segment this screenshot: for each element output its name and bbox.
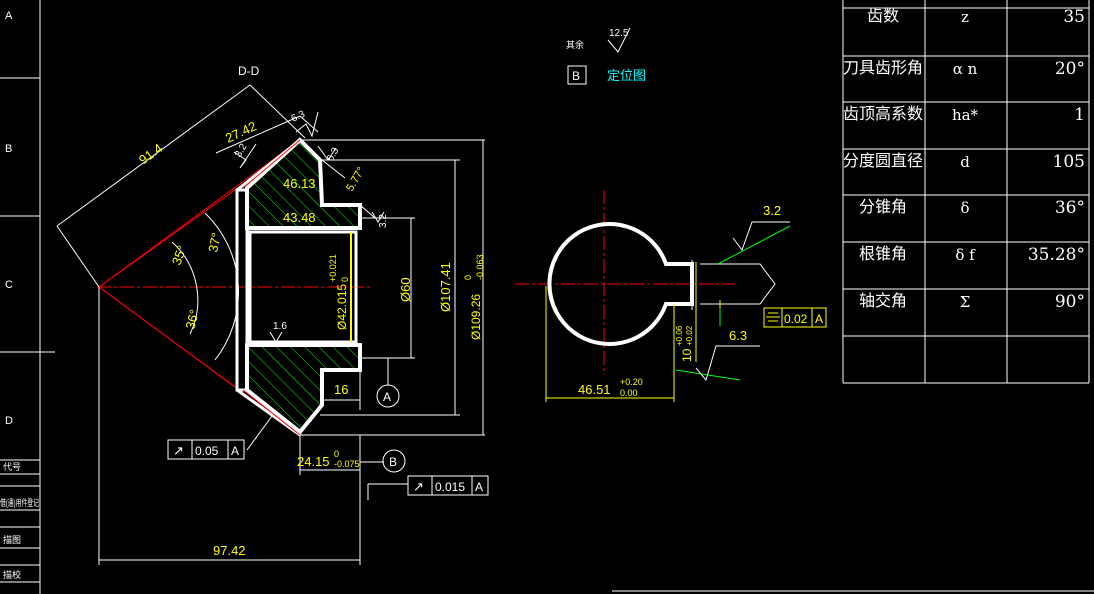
dim-tip-diameter: Ø107.41 xyxy=(438,262,453,312)
keyway-width: 10 xyxy=(680,348,694,362)
datum-a-label: A xyxy=(383,390,391,404)
locator-box-label: B xyxy=(572,69,580,83)
param-symbol: z xyxy=(961,8,969,26)
param-value: 35 xyxy=(1063,7,1085,27)
zone-label-b: B xyxy=(5,143,12,155)
param-symbol: d xyxy=(960,153,970,171)
roughness-symbols xyxy=(233,111,385,343)
dim-inner-width: 43.48 xyxy=(283,210,316,225)
keyway-depth-tol-lower: 0.00 xyxy=(620,388,638,398)
runout-2-symbol: ↗ xyxy=(413,479,424,494)
dim-mount-distance: 24.15 0 -0.075 xyxy=(297,449,360,469)
dim-bore: Ø42.015 +0.021 0 xyxy=(328,254,350,330)
runout-1-datum: A xyxy=(231,444,239,458)
keyway-rough-symbol-a xyxy=(732,221,790,252)
dim-outer-dia: Ø109.26 0 -0.063 xyxy=(463,254,485,340)
dim-cone-length: 91.4 xyxy=(136,140,165,167)
param-value: 90° xyxy=(1054,292,1085,312)
keyway-depth-tol-upper: +0.20 xyxy=(620,377,643,387)
locator-text: 定位图 xyxy=(607,68,646,83)
keyway-view xyxy=(515,190,791,402)
dim-hub-length: 16 xyxy=(334,382,348,397)
runout-2-datum: A xyxy=(475,480,483,494)
dim-bore-tol-upper: +0.021 xyxy=(328,254,338,282)
dim-outer-dia-tol-upper: 0 xyxy=(463,275,473,280)
param-name: 根锥角 xyxy=(858,244,907,263)
dim-mount-tol-lower: -0.075 xyxy=(334,459,360,469)
dim-hub-diameter: Ø60 xyxy=(398,277,413,302)
rough-face-6-3: 6.3 xyxy=(290,109,308,125)
zone-label-a: A xyxy=(5,10,13,22)
zone-label-c: C xyxy=(5,279,13,291)
rough-bore-1-6: 1.6 xyxy=(273,321,287,332)
dim-total-length: 97.42 xyxy=(213,543,246,558)
dim-mount-value: 24.15 xyxy=(297,454,330,469)
dim-outer-dia-tol-lower: -0.063 xyxy=(475,254,485,280)
pitch-cone-lines xyxy=(98,139,301,436)
keyway-rough-a: 3.2 xyxy=(763,203,781,218)
section-label: D-D xyxy=(238,64,260,78)
param-value: 36° xyxy=(1054,198,1085,218)
dim-outer-width: 46.13 xyxy=(283,176,316,191)
param-value: 20° xyxy=(1054,59,1085,79)
param-symbol: δ xyxy=(960,199,970,217)
keyway-depth: 46.51 xyxy=(578,382,611,397)
rough-hub-3-2: 3.2 xyxy=(378,214,389,228)
runout-1-symbol: ↗ xyxy=(173,443,184,458)
param-name: 刀具齿形角 xyxy=(843,58,924,77)
keyway-rough-symbol-b xyxy=(695,345,760,382)
keyway-rough-b: 6.3 xyxy=(729,328,747,343)
remaining-roughness-value: 12.5 xyxy=(609,28,629,39)
runout-2-value: 0.015 xyxy=(435,480,465,494)
dim-root-angle: 35° xyxy=(169,243,190,267)
keyway-width-tol-upper: +0.06 xyxy=(675,325,684,346)
runout-frame-1: ↗ 0.05 A xyxy=(167,439,245,460)
param-value: 1 xyxy=(1074,105,1085,125)
remaining-roughness-symbol xyxy=(607,27,631,53)
runout-frame-2: ↗ 0.015 A xyxy=(407,475,489,496)
dim-bore-value: Ø42.015 xyxy=(335,284,349,330)
param-symbol: Σ xyxy=(959,293,971,311)
param-name: 齿数 xyxy=(866,6,899,25)
dimension-lines xyxy=(56,84,485,565)
param-symbol: α n xyxy=(952,60,978,78)
param-symbol: δ f xyxy=(955,246,975,264)
title-block-check: 描校 xyxy=(3,569,21,580)
param-name: 齿顶高系数 xyxy=(843,104,924,123)
datum-b-label: B xyxy=(389,455,397,469)
keyway-symmetry-frame: 0.02 A xyxy=(763,307,827,328)
param-name: 轴交角 xyxy=(858,291,907,310)
keyway-sym-datum: A xyxy=(815,312,823,326)
gear-parameter-table: 齿数 z 35 刀具齿形角 α n 20° 齿顶高系数 ha* 1 分度圆直径 … xyxy=(843,0,1089,383)
datum-a: A xyxy=(376,384,400,408)
param-name: 分度圆直径 xyxy=(843,151,924,170)
title-block-register: 借(通)用件登记 xyxy=(0,497,39,508)
keyway-sym-value: 0.02 xyxy=(784,312,808,326)
dim-back-angle: 36° xyxy=(182,308,202,331)
runout-1-value: 0.05 xyxy=(195,444,219,458)
param-name: 分锥角 xyxy=(858,197,907,216)
keyway-depth-dim: 46.51 +0.20 0.00 xyxy=(578,377,643,398)
dim-bore-tol-lower: 0 xyxy=(340,277,350,282)
locator-box xyxy=(567,65,587,85)
param-table-grid xyxy=(842,0,1090,384)
keyway-width-dim: 10 +0.06 +0.02 xyxy=(675,325,694,362)
param-value: 35.28° xyxy=(1027,245,1085,265)
dim-outer-dia-value: Ø109.26 xyxy=(469,294,483,340)
remaining-roughness-label: 其余 xyxy=(566,39,584,50)
dim-mount-tol-upper: 0 xyxy=(334,449,339,459)
param-symbol: ha* xyxy=(951,106,979,124)
title-block-trace: 描图 xyxy=(3,534,21,545)
datum-b: B xyxy=(382,449,406,473)
zone-label-d: D xyxy=(5,415,13,427)
keyway-width-tol-lower: +0.02 xyxy=(685,325,694,346)
rough-back-6-3: 6.3 xyxy=(325,146,342,164)
gear-section-body xyxy=(235,137,362,437)
param-value: 105 xyxy=(1052,152,1085,172)
dim-chamfer: 5.77° xyxy=(344,165,367,193)
dim-pitch-angle: 37° xyxy=(205,231,224,253)
title-block-code: 代号 xyxy=(3,462,21,472)
